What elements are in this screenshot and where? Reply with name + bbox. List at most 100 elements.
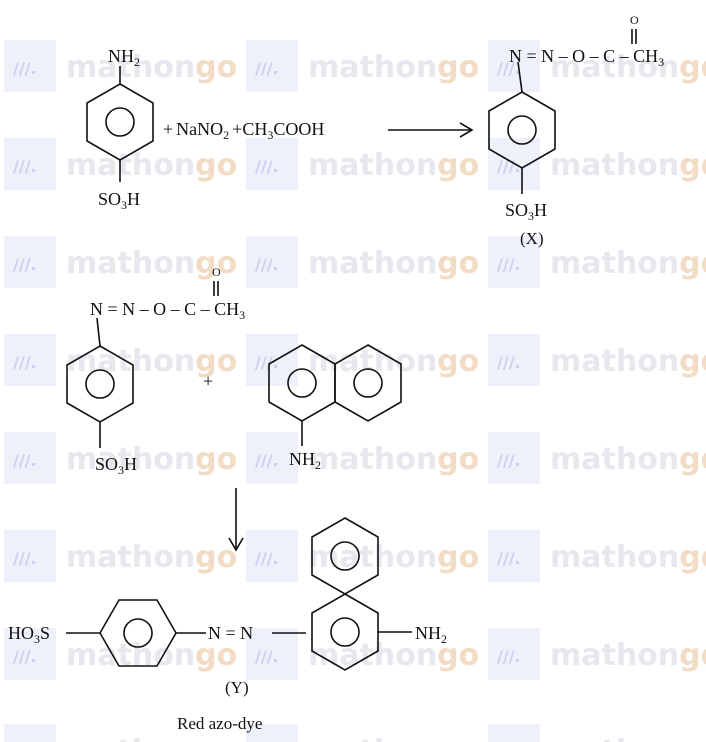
watermark-brand-text: mathongo — [66, 344, 237, 379]
watermark-logo-icon — [246, 628, 298, 680]
watermark-logo-glyph: ///. — [255, 647, 279, 666]
watermark-logo-glyph: ///. — [13, 59, 37, 78]
watermark-brand-text: mathongo — [66, 442, 237, 477]
watermark-brand-text: mathongo — [308, 540, 479, 575]
watermark-logo-icon — [4, 432, 56, 484]
naphthalene-ring-bottom — [311, 593, 379, 671]
reaction-arrow-1 — [388, 122, 474, 138]
carbonyl-oxygen: O — [630, 13, 639, 27]
watermark-mark: ///.mathongo — [246, 432, 479, 484]
product-y-label: (Y) — [225, 678, 249, 697]
watermark-brand-text: mathongo — [66, 734, 237, 742]
aromatic-circle — [330, 617, 360, 647]
watermark-logo-glyph: ///. — [13, 549, 37, 568]
watermark-logo-icon — [246, 432, 298, 484]
diazo-acetate-chain: N = N – O – C – CH3 — [90, 299, 245, 322]
product-x: N = N – O – C – CH3 O SO3H (X) — [488, 13, 664, 248]
watermark-brand-text: mathongo — [308, 344, 479, 379]
watermark-brand-text: mathongo — [308, 734, 479, 742]
watermark-logo-icon — [246, 724, 298, 742]
watermark-logo-glyph: ///. — [13, 647, 37, 666]
watermark-mark: ///.mathongo — [246, 40, 479, 92]
watermark-logo-icon — [488, 432, 540, 484]
watermark-brand-text: mathongo — [66, 148, 237, 183]
watermark-mark: ///. mathongo — [488, 432, 706, 484]
watermark-layer: ///. mathongo ///. mathongo ///. mathongo ///.… — [4, 40, 706, 742]
watermark-mark: ///.mathongo — [4, 724, 237, 742]
sulfonic-group: SO3H — [505, 200, 547, 223]
watermark-brand-text: mathongo — [66, 246, 237, 281]
watermark-brand-text: mathongo — [550, 148, 706, 183]
watermark-brand-text: mathongo — [550, 638, 706, 673]
plus-sign: + — [203, 371, 213, 391]
watermark-logo-icon — [4, 530, 56, 582]
amino-group: NH2 — [289, 449, 321, 472]
watermark-brand-text: mathongo — [308, 148, 479, 183]
watermark-brand-text: mathongo — [550, 50, 706, 85]
watermark-logo-icon — [4, 236, 56, 288]
watermark-logo-icon — [488, 40, 540, 92]
watermark-brand-text: mathongo — [308, 246, 479, 281]
watermark-logo-icon — [4, 40, 56, 92]
watermark-mark: ///.mathongo — [4, 236, 237, 288]
watermark-logo-icon — [488, 236, 540, 288]
naphthalene-ring-top — [311, 517, 379, 595]
watermark-mark: ///.mathongo — [488, 236, 706, 288]
watermark-mark: ///. mathongo — [4, 432, 237, 484]
amino-group: NH2 — [108, 46, 140, 69]
watermark-mark: ///. mathongo — [488, 138, 706, 190]
watermark-brand-text: mathongo — [66, 638, 237, 673]
watermark-logo-icon — [488, 530, 540, 582]
watermark-logo-icon — [488, 724, 540, 742]
watermark-logo-icon — [488, 628, 540, 680]
watermark-logo-glyph: ///. — [13, 451, 37, 470]
aromatic-circle — [507, 115, 537, 145]
reagents-text: +NaNO2+CH3COOH — [163, 119, 324, 142]
watermark-brand-text: mathongo — [550, 344, 706, 379]
watermark-brand-text: mathongo — [66, 50, 237, 85]
watermark-logo-icon — [4, 138, 56, 190]
watermark-logo-glyph: ///. — [255, 353, 279, 372]
bond — [96, 317, 101, 347]
watermark-logo-icon — [246, 530, 298, 582]
watermark-logo-glyph: ///. — [497, 59, 521, 78]
sulfonic-group: SO3H — [98, 189, 140, 212]
aromatic-circle — [353, 368, 383, 398]
watermark-logo-glyph: ///. — [255, 157, 279, 176]
sulfonic-group: HO3S — [8, 623, 50, 646]
watermark-mark: ///.mathongo — [488, 724, 706, 742]
watermark-logo-glyph: ///. — [497, 451, 521, 470]
watermark-logo-glyph: ///. — [497, 255, 521, 274]
product-x-label: (X) — [520, 229, 544, 248]
watermark-logo-glyph: ///. — [13, 157, 37, 176]
watermark-logo-icon — [4, 334, 56, 386]
watermark-logo-glyph: ///. — [255, 255, 279, 274]
naphthalene-ring-right — [334, 344, 402, 422]
watermark-logo-icon — [4, 628, 56, 680]
reactant-sulfanilic-acid: NH2 SO3H — [86, 46, 154, 212]
watermark-brand-text: mathongo — [550, 540, 706, 575]
watermark-logo-glyph: ///. — [255, 549, 279, 568]
watermark-mark: ///.mathongo — [4, 334, 237, 386]
watermark-mark: ///. mathongo — [4, 40, 237, 92]
reactant-diazo-compound: N = N – O – C – CH3 O SO3H — [66, 265, 245, 477]
reaction-arrow-2 — [228, 488, 244, 552]
watermark-logo-glyph: ///. — [497, 549, 521, 568]
watermark-mark: ///. mathongo — [246, 138, 479, 190]
watermark-brand-text: mathongo — [308, 442, 479, 477]
watermark-brand-text: mathongo — [308, 638, 479, 673]
watermark-mark: ///. mathongo — [488, 40, 706, 92]
carbonyl-oxygen: O — [212, 265, 221, 279]
bond — [517, 61, 523, 93]
watermark-logo-glyph: ///. — [497, 157, 521, 176]
watermark-mark: ///.mathongo — [488, 628, 706, 680]
watermark-mark: ///.mathongo — [4, 530, 237, 582]
aromatic-circle — [330, 541, 360, 571]
watermark-mark: ///.mathongo — [246, 724, 479, 742]
watermark-logo-glyph: ///. — [255, 59, 279, 78]
watermark-logo-glyph: ///. — [497, 353, 521, 372]
watermark-mark: ///. mathongo — [488, 530, 706, 582]
sulfonic-group: SO3H — [95, 454, 137, 477]
watermark-brand-text: mathongo — [550, 442, 706, 477]
